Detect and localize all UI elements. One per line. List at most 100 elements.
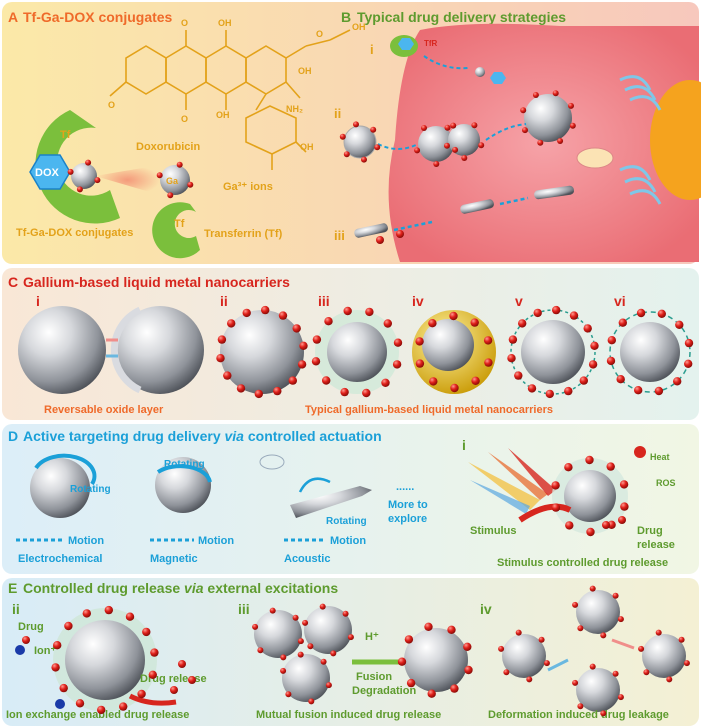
more-to-label: More to <box>388 499 428 511</box>
drug-molecule <box>450 122 457 129</box>
drug-molecule <box>150 648 159 657</box>
heat-label: Heat <box>650 452 670 462</box>
drug-molecule <box>393 338 403 347</box>
beam <box>95 165 160 195</box>
drug-molecule <box>22 636 30 644</box>
transferrin-label: Transferrin (Tf) <box>204 228 283 240</box>
drug-molecule <box>572 601 579 608</box>
panel-b-roman-ii: ii <box>334 106 341 121</box>
drug-molecule <box>654 386 664 396</box>
drug-molecule <box>450 684 459 693</box>
stimulus-carrier <box>564 470 616 522</box>
drug-molecule <box>285 691 292 698</box>
drug-molecule <box>216 354 225 363</box>
drug-molecule <box>607 336 616 345</box>
drug-molecule <box>618 318 627 327</box>
drug-molecule <box>444 124 451 131</box>
drug-molecule <box>483 336 493 345</box>
drug-molecule <box>424 622 433 631</box>
drug-molecule <box>415 359 425 368</box>
drug-molecule <box>602 521 610 529</box>
atom-oh-3: OH <box>298 66 312 76</box>
drug-molecule <box>508 335 518 344</box>
panel-e: E Controlled drug release via external e… <box>6 580 686 721</box>
drug-molecule <box>319 603 326 610</box>
drug-molecule <box>397 657 407 666</box>
drug-molecule <box>655 629 662 636</box>
panel-b-roman-iii: iii <box>334 228 345 243</box>
drug-molecule <box>176 161 183 168</box>
dox-small <box>398 38 414 50</box>
drug-molecule <box>252 623 259 630</box>
drug-molecule <box>415 337 424 346</box>
drug-molecule <box>450 383 459 393</box>
ga-label: Ga <box>166 176 179 186</box>
release-label-d: release <box>637 539 675 551</box>
drug-molecule <box>347 634 354 641</box>
drug-molecule <box>421 125 427 131</box>
drug-molecule <box>392 360 402 369</box>
drug-molecule <box>572 679 579 686</box>
drug-molecule <box>618 516 626 524</box>
drug-molecule <box>589 663 596 670</box>
ga-particle-b1 <box>475 67 485 77</box>
drug-molecule <box>433 161 440 167</box>
drug-molecule <box>223 371 232 380</box>
drug-molecule <box>325 682 332 689</box>
ion-sphere-1 <box>15 645 25 655</box>
drug-molecule <box>428 319 437 328</box>
drug-molecule <box>94 177 101 184</box>
drug-molecule <box>588 360 598 369</box>
drug-molecule <box>498 645 505 652</box>
atom-o-1: O <box>181 18 188 28</box>
drug-molecule <box>518 319 527 328</box>
rotation-arrow-3 <box>298 477 331 493</box>
transferrin-shape-small <box>152 202 200 259</box>
ion-label: Ion⁺ <box>34 645 56 657</box>
drug-molecule <box>617 616 624 623</box>
nanocarrier-ii <box>220 310 304 394</box>
ga-nanodrop <box>160 165 190 195</box>
nanocarrier-vi-polymer <box>609 311 691 393</box>
drug-molecule <box>543 660 550 667</box>
drug-molecule <box>288 376 297 385</box>
drug-molecule <box>292 614 299 621</box>
fusion-label: Fusion <box>356 671 392 683</box>
drug-molecule <box>156 172 163 179</box>
drug-molecule <box>590 341 599 350</box>
panel-e-roman-iv: iv <box>480 601 492 617</box>
drug-molecule <box>522 127 528 134</box>
drug-molecule <box>280 654 287 661</box>
drug-molecule <box>365 307 374 317</box>
stimulus-label: Stimulus <box>470 525 516 537</box>
nanorod-b-1 <box>354 223 388 238</box>
drug-molecule <box>478 142 485 149</box>
liquid-metal-sphere <box>18 306 106 394</box>
nanocarrier-row <box>220 309 691 395</box>
nanocarrier-iii <box>327 322 387 382</box>
panel-c-roman-i: i <box>36 293 40 309</box>
drug-molecule <box>545 389 554 399</box>
drug-molecule <box>187 181 194 188</box>
drug-molecule <box>125 612 135 621</box>
drug-molecule <box>308 698 315 705</box>
nanocarrier-b-ii-1 <box>343 125 377 159</box>
drug-molecule <box>461 155 468 161</box>
drug-label-d: Drug <box>637 525 663 537</box>
drug-molecule <box>606 462 615 471</box>
drug-release-arrow <box>128 693 177 706</box>
drug-molecule <box>427 689 436 698</box>
caption-ion-exchange: Ion exchange enabled drug release <box>6 709 189 721</box>
drug-molecule <box>463 642 472 651</box>
drug-molecule <box>514 371 523 380</box>
drug-molecule <box>142 627 151 637</box>
panel-c-roman-iv: iv <box>412 293 424 309</box>
drug-molecule <box>340 387 349 397</box>
caption-fusion: Mutual fusion induced drug release <box>256 709 441 721</box>
panel-e-letter: E <box>8 580 17 596</box>
deform-carrier-2 <box>576 590 620 634</box>
panel-a: A Tf-Ga-DOX conjugates OH O OH O <box>8 9 366 259</box>
drug-molecule <box>579 376 588 385</box>
magnetic-label: Magnetic <box>150 553 198 565</box>
